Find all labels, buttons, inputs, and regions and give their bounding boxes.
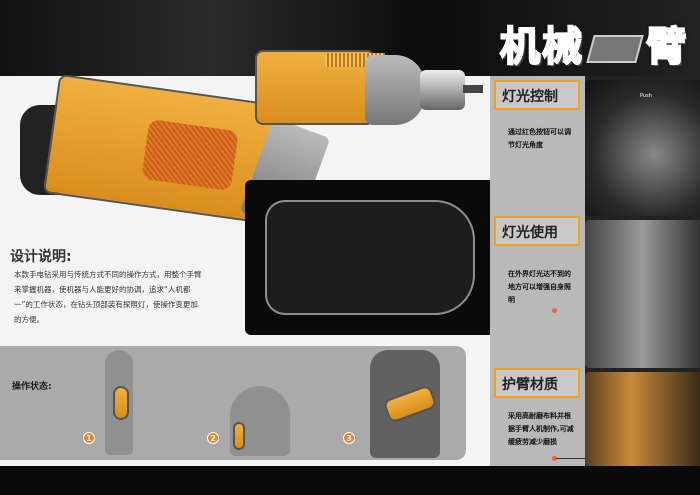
step-marker: 3 <box>343 432 355 444</box>
operation-panel: 操作状态: 1 2 3 <box>0 346 466 460</box>
feature-description: 采用高耐磨布料并根据手臂人机制作,可减缓疲劳减少磨损 <box>508 412 574 446</box>
step-marker: 2 <box>207 432 219 444</box>
push-label: Push <box>640 93 652 99</box>
photo-arm-material <box>585 372 700 466</box>
feature-heading: 灯光使用 <box>494 216 580 246</box>
design-heading: 设计说明: <box>10 249 72 265</box>
drill-in-use-2 <box>233 422 245 450</box>
poster-title: 机械臂 <box>499 23 688 71</box>
drill-in-use-1 <box>113 386 129 420</box>
feature-description: 通过红色按钮可以调节灯光角度 <box>508 128 571 149</box>
title-decoration <box>586 35 644 63</box>
photo-light-control <box>585 80 700 216</box>
operation-heading: 操作状态: <box>12 382 52 392</box>
drill-top-render <box>255 45 485 140</box>
feature-photos <box>585 76 700 466</box>
transparent-view-panel <box>245 180 490 335</box>
feature-description: 在外界灯光达不到的地方可以增强自身照明 <box>508 270 571 304</box>
feature-column: 灯光控制 通过红色按钮可以调节灯光角度 灯光使用 在外界灯光达不到的地方可以增强… <box>490 76 586 466</box>
step-marker: 1 <box>83 432 95 444</box>
design-description: 本款手电钻采用与传统方式不同的操作方式，用整个手臂来掌握机器，使机器与人能更好的… <box>14 270 202 324</box>
footer-band <box>0 466 700 495</box>
feature-heading: 护臂材质 <box>494 368 580 398</box>
drill-main-render <box>20 73 331 235</box>
drill-transparent-render <box>265 200 475 315</box>
feature-heading: 灯光控制 <box>494 80 580 110</box>
photo-light-use <box>585 220 700 368</box>
